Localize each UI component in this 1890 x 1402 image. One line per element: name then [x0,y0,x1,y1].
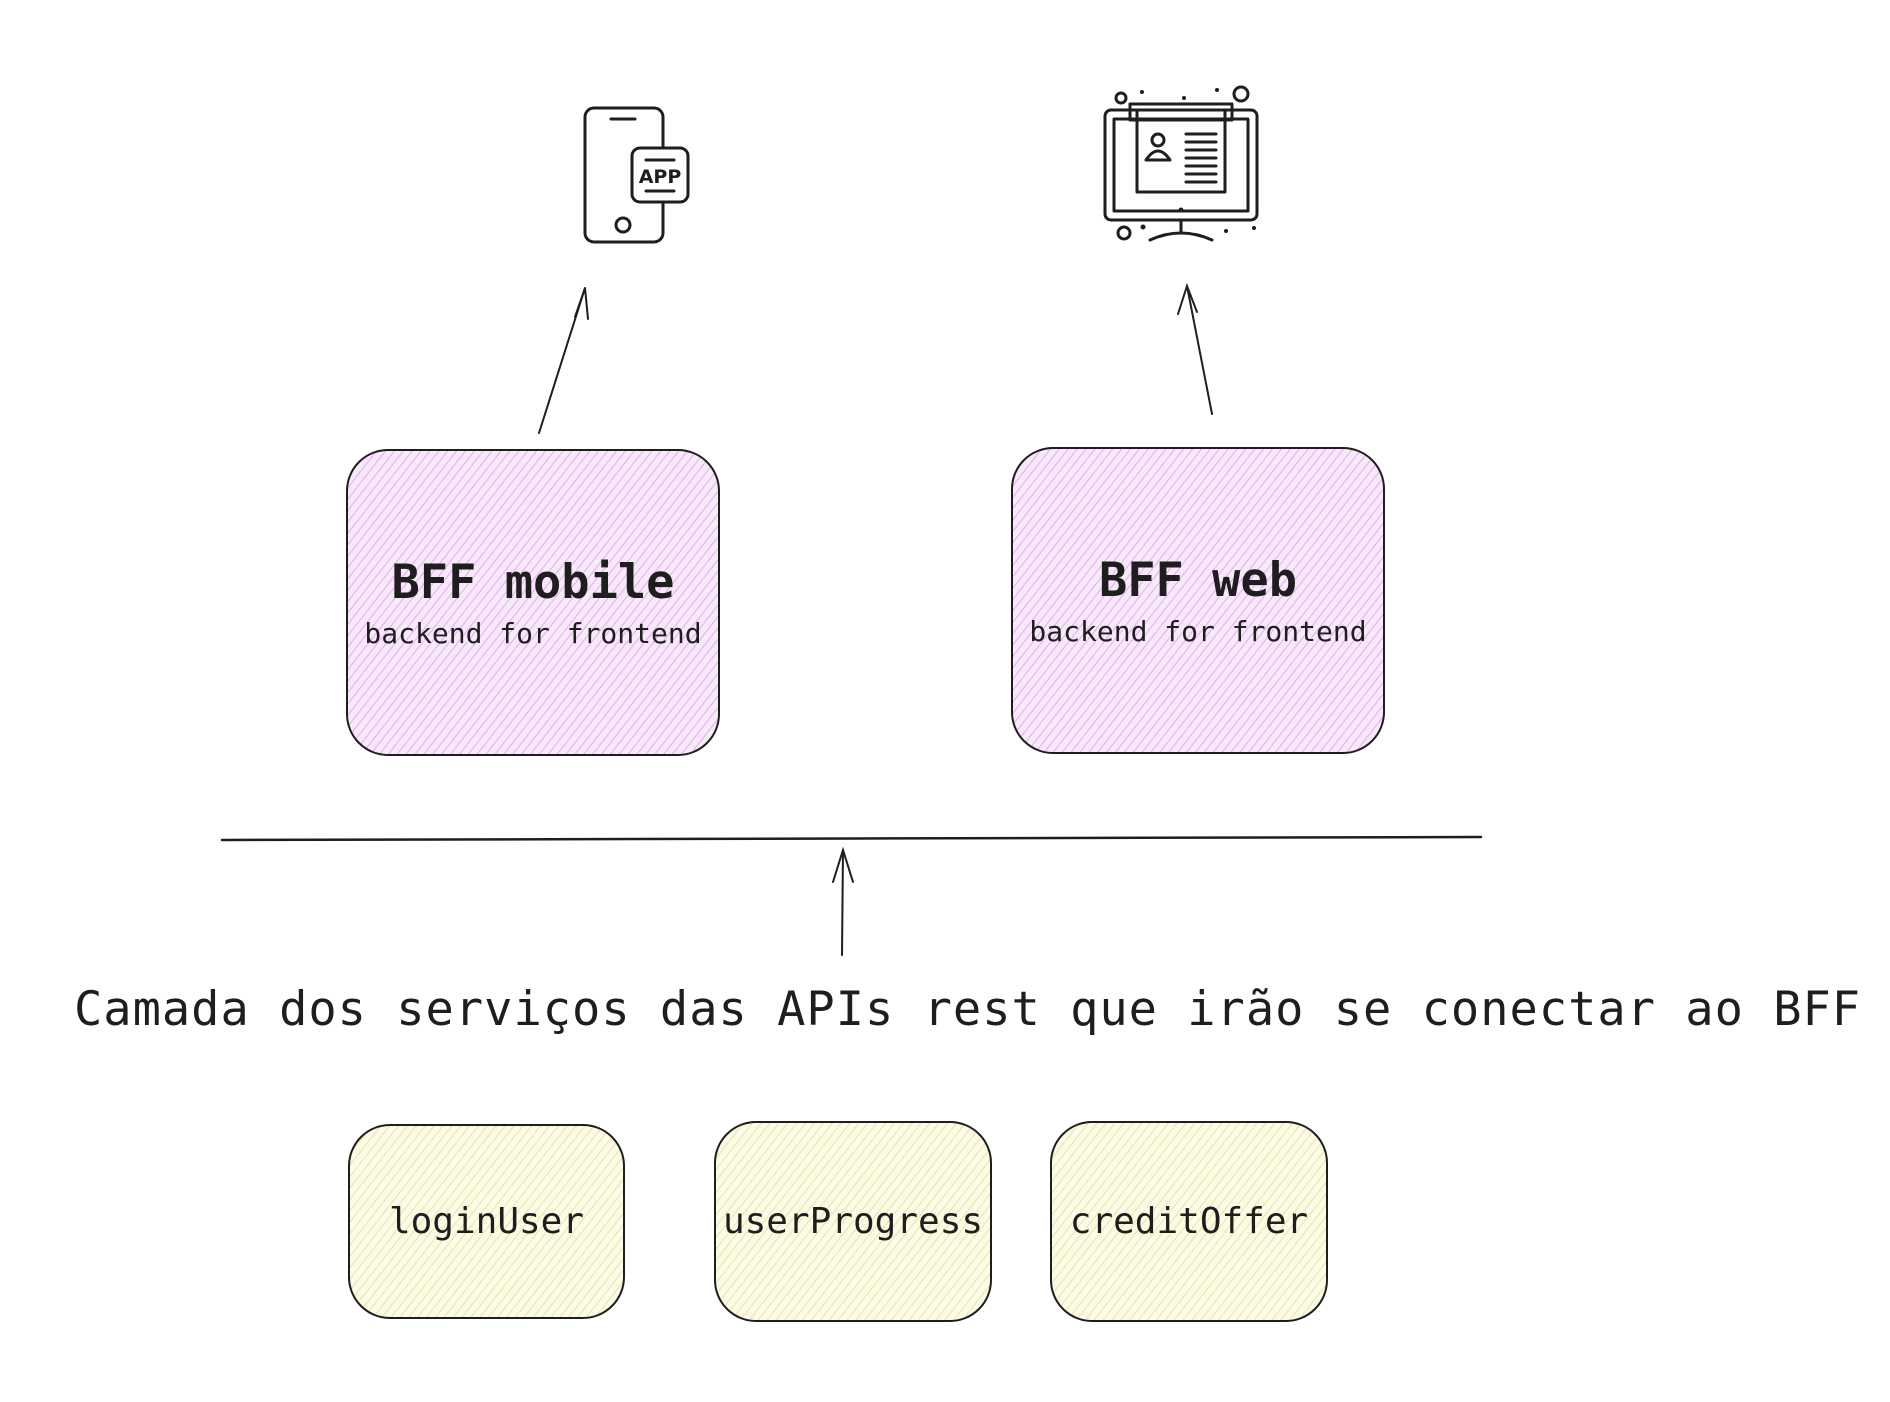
service-label-login-user: loginUser [388,1201,585,1242]
web-desktop-icon [1103,85,1259,242]
services-layer-caption: Camada dos serviços das APIs rest que ir… [74,982,1862,1037]
bff-web-title: BFF web [1098,552,1298,608]
service-box-user-progress: userProgress [714,1121,992,1322]
service-label-credit-offer: creditOffer [1069,1201,1309,1242]
service-box-credit-offer: creditOffer [1050,1121,1328,1322]
bff-web-subtitle: backend for frontend [1029,615,1367,649]
service-label-user-progress: userProgress [722,1201,984,1242]
layer-separator-line [220,835,1483,842]
mobile-app-icon: APP [583,106,690,244]
service-box-login-user: loginUser [348,1124,625,1319]
arrow-bff-web-to-desktop [1177,282,1213,415]
bff-mobile-title: BFF mobile [391,554,675,610]
bff-mobile-subtitle: backend for frontend [364,617,702,651]
bff-mobile-box: BFF mobile backend for frontend [346,449,720,756]
arrow-bff-mobile-to-app [538,287,589,434]
arrow-services-to-bff [832,846,854,956]
app-badge-text: APP [639,166,682,188]
bff-web-box: BFF web backend for frontend [1011,447,1385,754]
